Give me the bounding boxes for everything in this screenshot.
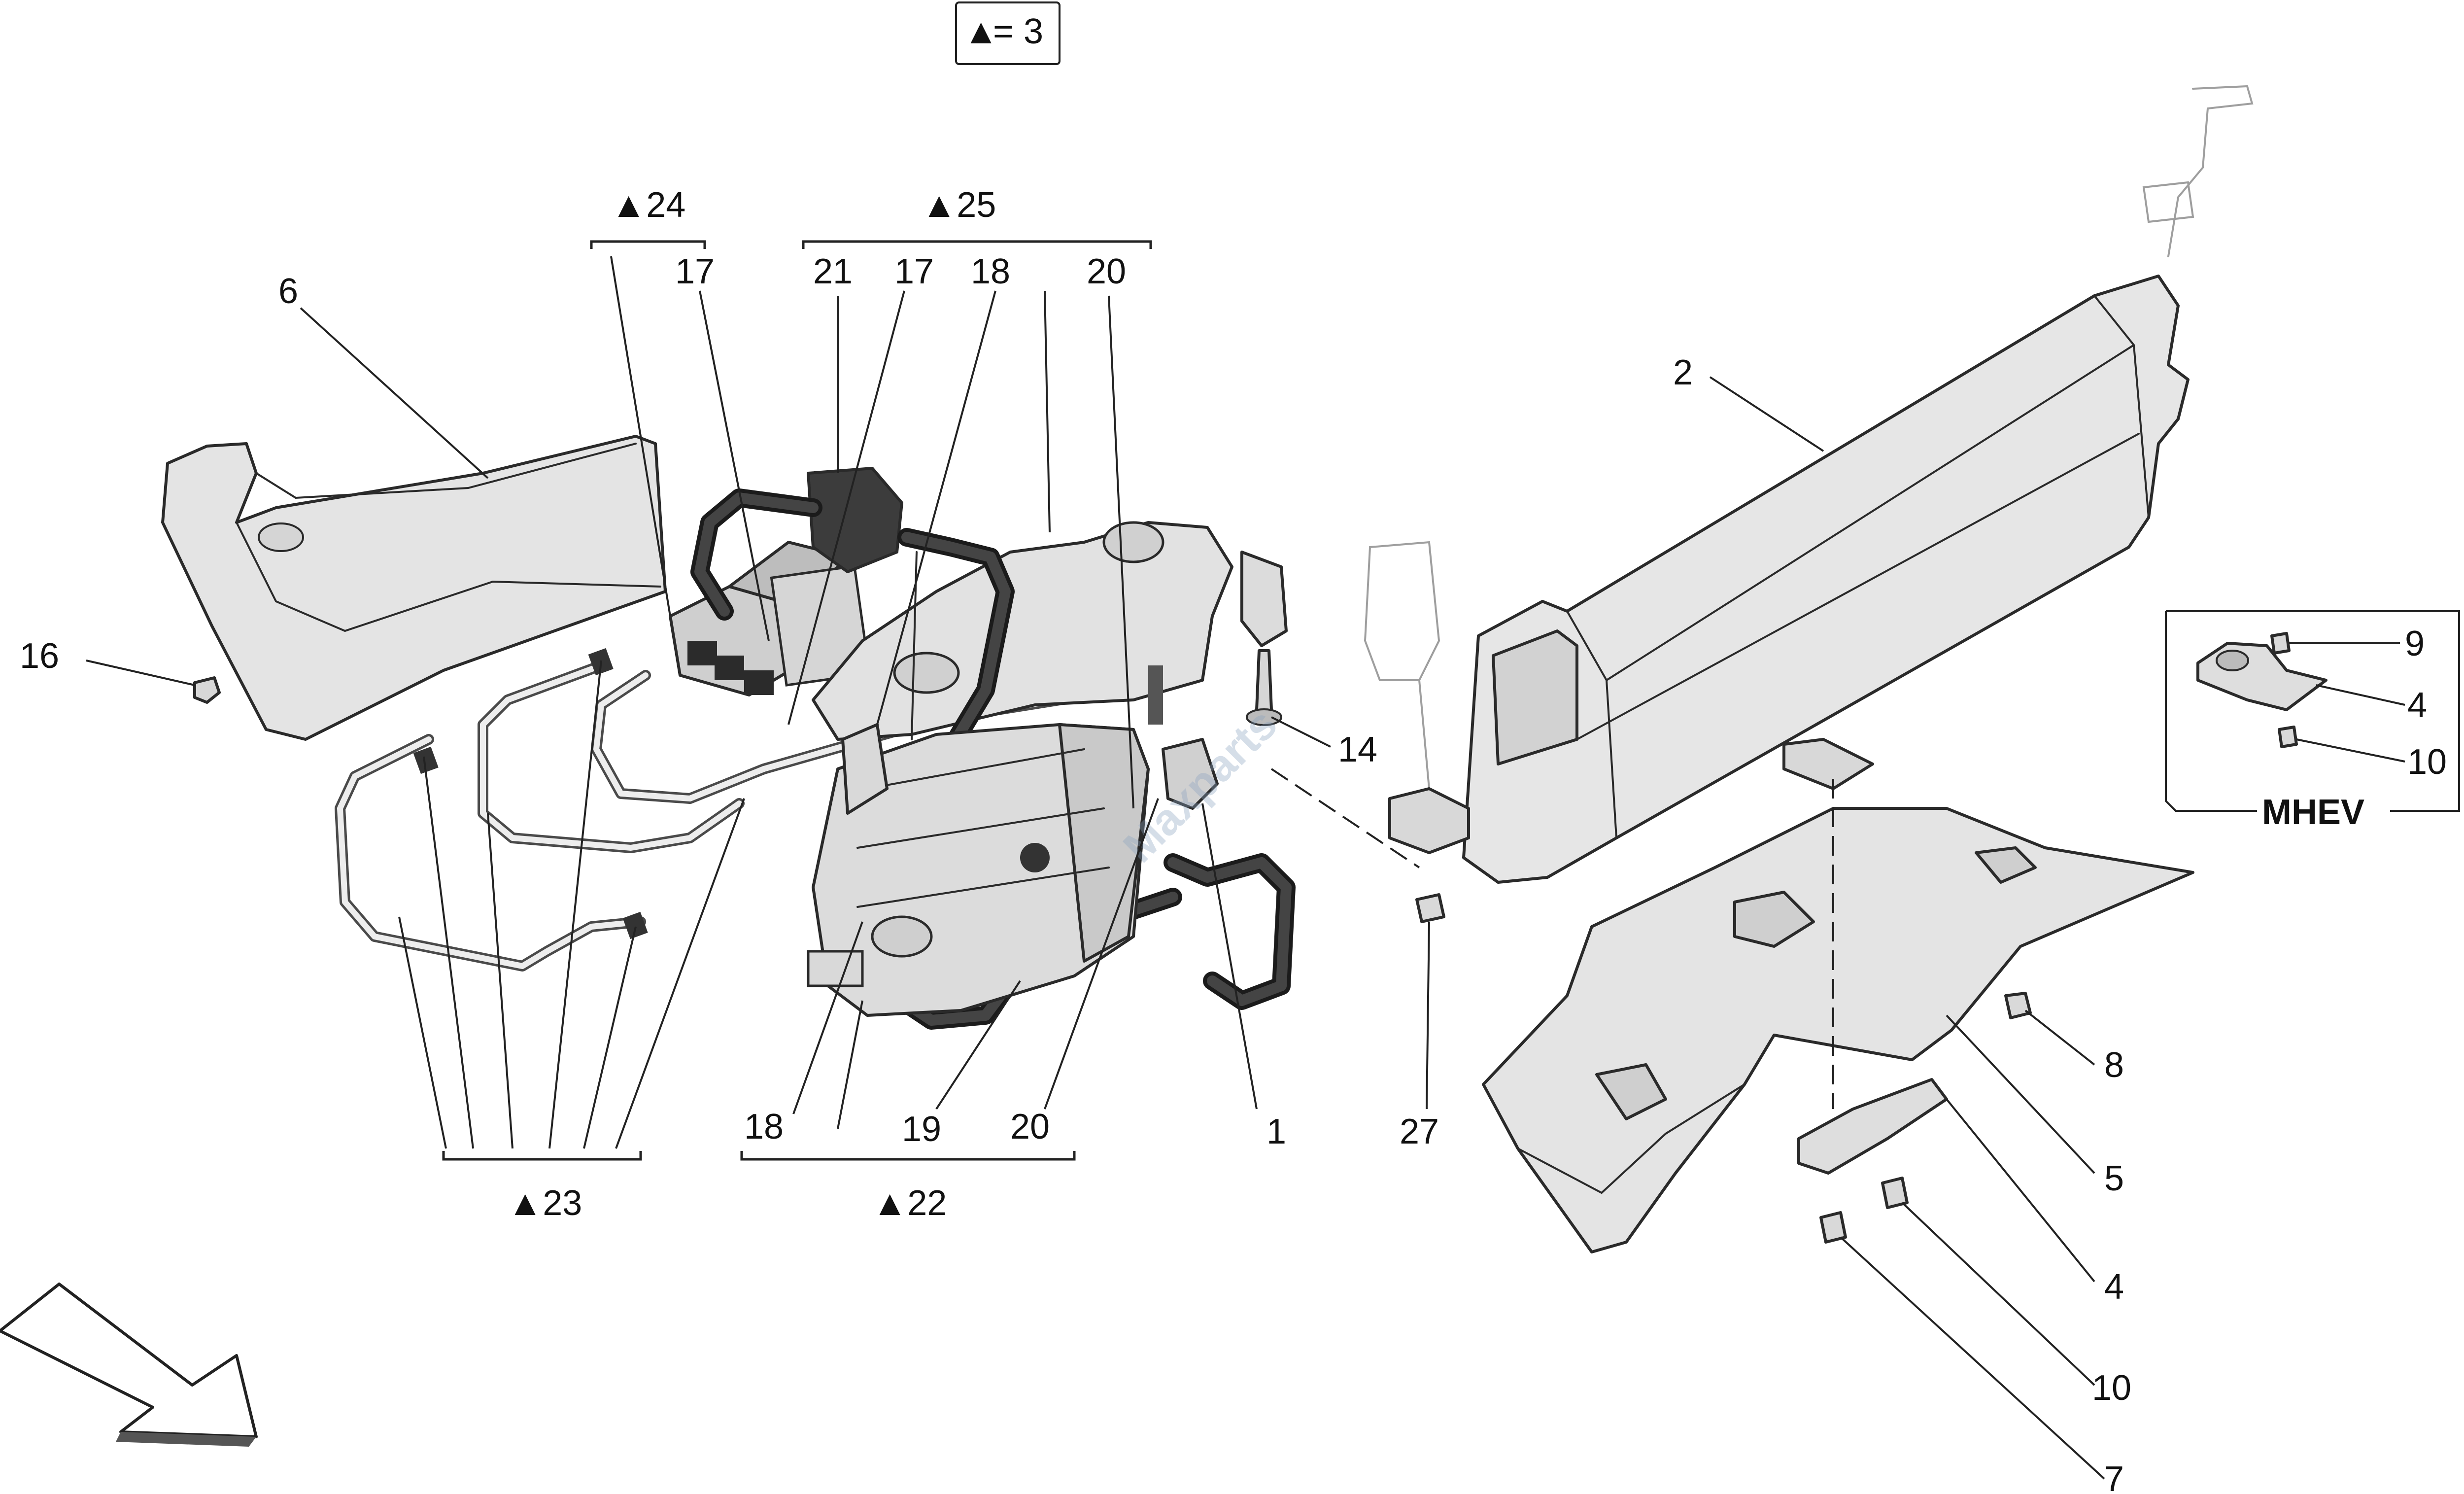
group-brackets	[442, 240, 1152, 1161]
callout-14: 14	[1338, 730, 1377, 769]
direction-arrow-icon	[0, 1283, 258, 1447]
bolt-16	[193, 676, 221, 704]
nut-8	[2004, 992, 2032, 1019]
callout-2: 2	[1673, 353, 1693, 392]
callout-17b: 17	[894, 252, 934, 291]
legend-box: ▲ = 3	[955, 1, 1061, 65]
callout-8: 8	[2104, 1045, 2124, 1085]
callout-17a: 17	[675, 252, 715, 291]
group-23: ▲23	[508, 1183, 582, 1223]
callout-19: 19	[902, 1110, 941, 1149]
callout-10b: 10	[2092, 1368, 2131, 1408]
callout-5: 5	[2104, 1159, 2124, 1198]
callout-18b: 18	[744, 1107, 784, 1147]
connector-1	[1148, 665, 1219, 810]
group-25: ▲25	[922, 185, 996, 225]
heat-shield-left	[161, 435, 667, 741]
callout-6: 6	[278, 272, 298, 311]
reservoir-25	[807, 467, 1288, 741]
group-24: ▲24	[611, 185, 685, 225]
bolt-14	[1246, 649, 1282, 726]
callout-16: 16	[20, 636, 59, 676]
callout-7: 7	[2104, 1459, 2124, 1494]
callout-21: 21	[813, 252, 853, 291]
legend-equals: = 3	[993, 12, 1043, 51]
legend-symbol: ▲	[963, 12, 998, 51]
callout-27: 27	[1400, 1112, 1439, 1151]
bolt-10-lower	[1881, 1177, 1909, 1209]
group-22: ▲22	[872, 1183, 947, 1223]
bracket-4-lower	[1797, 1078, 1948, 1175]
mhev-label: MHEV	[2262, 793, 2364, 832]
tank-2	[1388, 275, 2190, 884]
heat-shield-lower	[1482, 807, 2194, 1253]
callout-20a: 20	[1087, 252, 1126, 291]
callout-4a: 4	[2407, 686, 2427, 725]
callout-4b: 4	[2104, 1267, 2124, 1307]
callout-18a: 18	[971, 252, 1010, 291]
callout-10a: 10	[2407, 742, 2447, 782]
bolt-7	[1819, 1211, 1847, 1244]
callout-20b: 20	[1010, 1107, 1050, 1147]
callout-1: 1	[1266, 1112, 1286, 1151]
pump-assembly-22	[807, 723, 1150, 1017]
ghost-parts	[1364, 85, 2254, 790]
callout-9: 9	[2405, 624, 2425, 663]
mhev-inset: MHEV	[2165, 610, 2460, 832]
callouts: 6 16 ▲24 ▲25 17 21 17 18 20 2 14 18 19 2…	[20, 185, 2447, 1494]
leader-lines	[86, 256, 2405, 1480]
nut-27	[1415, 893, 1445, 923]
